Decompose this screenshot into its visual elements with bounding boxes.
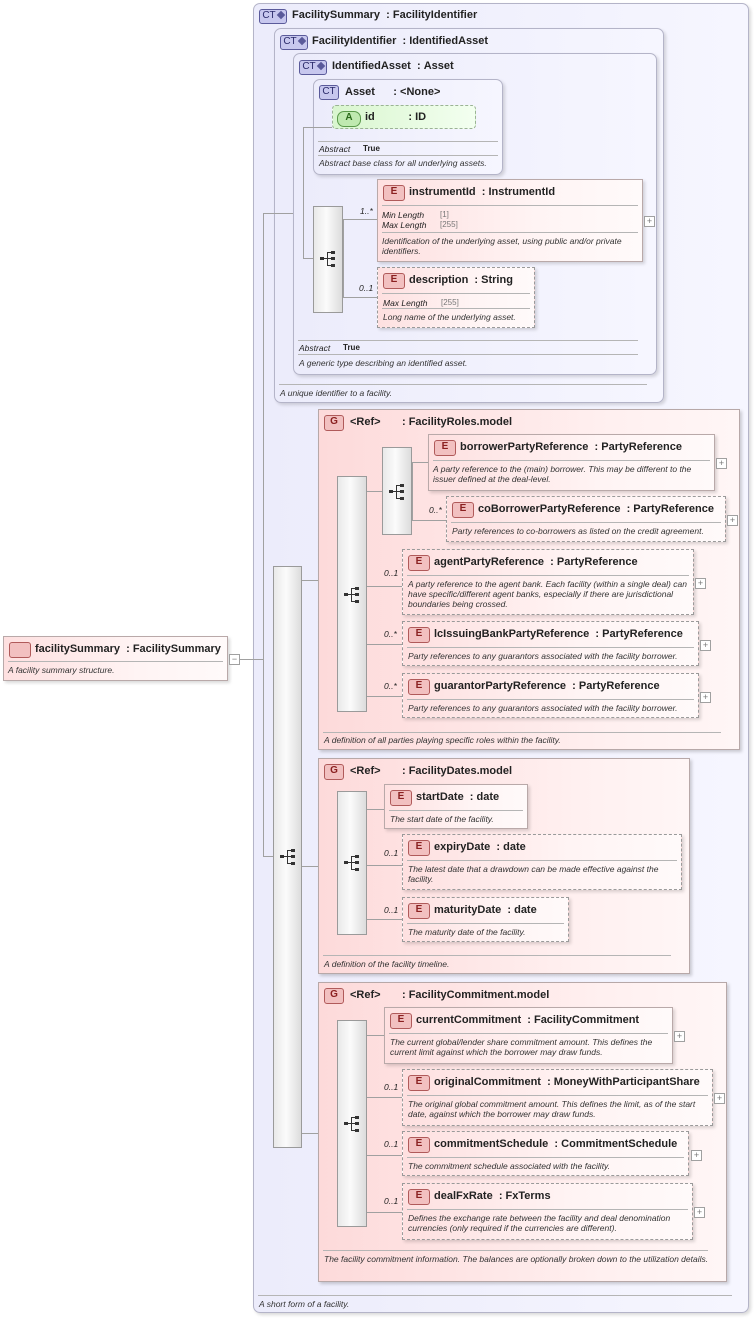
element-name: guarantorPartyReference : PartyReference (434, 680, 660, 692)
group-badge: G (324, 764, 344, 780)
expand-button[interactable]: + (691, 1150, 702, 1161)
element-badge: E (452, 502, 474, 518)
expand-button[interactable]: + (700, 692, 711, 703)
cardinality-label: 0..1 (359, 283, 374, 293)
expand-button[interactable]: + (674, 1031, 685, 1042)
cardinality-label: 0..1 (384, 1139, 399, 1149)
element-lc-issuing-bank-party-reference[interactable]: E lcIssuingBankPartyReference : PartyRef… (402, 621, 699, 666)
expand-button[interactable]: + (700, 640, 711, 651)
element-maturity-date[interactable]: E maturityDate : date The maturity date … (402, 897, 569, 942)
ct-title: Asset : <None> (345, 86, 441, 98)
element-badge: E (390, 1013, 412, 1029)
group-title: <Ref> : FacilityCommitment.model (350, 989, 550, 1001)
element-expiry-date[interactable]: E expiryDate : date The latest date that… (402, 834, 682, 890)
element-name: borrowerPartyReference : PartyReference (460, 441, 682, 453)
element-co-borrower-party-reference[interactable]: E coBorrowerPartyReference : PartyRefere… (446, 496, 726, 542)
element-name: maturityDate : date (434, 904, 537, 916)
expand-button[interactable]: + (695, 578, 706, 589)
cardinality-label: 0..* (384, 681, 397, 691)
cardinality-label: 0..* (384, 629, 397, 639)
cardinality-label: 1..* (360, 206, 373, 216)
element-deal-fx-rate[interactable]: E dealFxRate : FxTerms Defines the excha… (402, 1183, 693, 1240)
sequence-icon (344, 855, 359, 871)
expand-button[interactable]: + (694, 1207, 705, 1218)
expand-button[interactable]: + (727, 515, 738, 526)
element-name: originalCommitment : MoneyWithParticipan… (434, 1076, 700, 1088)
attribute-badge: A (337, 111, 361, 127)
cardinality-label: 0..1 (384, 848, 399, 858)
cardinality-label: 0..* (429, 505, 442, 515)
element-agent-party-reference[interactable]: E agentPartyReference : PartyReference A… (402, 549, 694, 615)
element-instrument-id[interactable]: E instrumentId : InstrumentId Min Length… (377, 179, 643, 262)
element-original-commitment[interactable]: E originalCommitment : MoneyWithParticip… (402, 1069, 713, 1126)
cardinality-label: 0..1 (384, 568, 399, 578)
expand-button[interactable]: + (716, 458, 727, 469)
group-badge: G (324, 988, 344, 1004)
element-name: startDate : date (416, 791, 500, 803)
element-name: description : String (409, 274, 513, 286)
element-badge: E (408, 627, 430, 643)
attribute-name: id : ID (365, 111, 427, 123)
element-badge: E (434, 440, 456, 456)
expand-button[interactable]: + (644, 216, 655, 227)
element-badge: E (408, 555, 430, 571)
ct-doc: A generic type describing an identified … (299, 358, 468, 368)
complex-type-badge: CT (259, 9, 287, 24)
element-description[interactable]: E description : String Max Length [255] … (377, 267, 535, 328)
element-badge: E (408, 679, 430, 695)
sequence-icon (344, 587, 359, 603)
sequence-icon (344, 1116, 359, 1132)
sequence-icon (389, 484, 404, 500)
element-name: currentCommitment : FacilityCommitment (416, 1014, 640, 1026)
element-guarantor-party-reference[interactable]: E guarantorPartyReference : PartyReferen… (402, 673, 699, 718)
element-badge: E (390, 790, 412, 806)
element-badge: E (383, 185, 405, 201)
element-badge (9, 642, 31, 658)
element-badge: E (408, 1075, 430, 1091)
element-name: dealFxRate : FxTerms (434, 1190, 551, 1202)
ct-doc: Abstract base class for all underlying a… (319, 158, 487, 168)
element-name: expiryDate : date (434, 841, 526, 853)
ct-title: FacilityIdentifier : IdentifiedAsset (312, 35, 489, 47)
element-facility-summary[interactable]: facilitySummary : FacilitySummary A faci… (3, 636, 228, 681)
element-name: coBorrowerPartyReference : PartyReferenc… (478, 503, 715, 515)
element-borrower-party-reference[interactable]: E borrowerPartyReference : PartyReferenc… (428, 434, 715, 491)
cardinality-label: 0..1 (384, 1082, 399, 1092)
cardinality-label: 0..1 (384, 1196, 399, 1206)
complex-type-badge: CT (299, 60, 327, 75)
element-badge: E (383, 273, 405, 289)
element-name: facilitySummary : FacilitySummary (35, 643, 221, 655)
element-commitment-schedule[interactable]: E commitmentSchedule : CommitmentSchedul… (402, 1131, 689, 1176)
ct-doc: A unique identifier to a facility. (280, 388, 392, 398)
sequence-icon (280, 849, 295, 865)
group-title: <Ref> : FacilityDates.model (350, 765, 513, 777)
ct-title: FacilitySummary : FacilityIdentifier (292, 9, 478, 21)
element-name: instrumentId : InstrumentId (409, 186, 556, 198)
element-current-commitment[interactable]: E currentCommitment : FacilityCommitment… (384, 1007, 673, 1064)
ct-title: IdentifiedAsset : Asset (332, 60, 454, 72)
complex-type-badge: CT (319, 85, 339, 100)
attribute-id[interactable]: A id : ID (332, 105, 476, 129)
expand-button[interactable]: + (714, 1093, 725, 1104)
element-badge: E (408, 1137, 430, 1153)
element-badge: E (408, 840, 430, 856)
element-badge: E (408, 903, 430, 919)
sequence-icon (320, 251, 335, 267)
element-start-date[interactable]: E startDate : date The start date of the… (384, 784, 528, 829)
complex-type-badge: CT (280, 35, 308, 50)
element-badge: E (408, 1189, 430, 1205)
element-name: agentPartyReference : PartyReference (434, 556, 638, 568)
cardinality-label: 0..1 (384, 905, 399, 915)
ct-doc: A short form of a facility. (259, 1299, 350, 1309)
group-title: <Ref> : FacilityRoles.model (350, 416, 513, 428)
element-name: lcIssuingBankPartyReference : PartyRefer… (434, 628, 683, 640)
group-badge: G (324, 415, 344, 431)
element-name: commitmentSchedule : CommitmentSchedule (434, 1138, 678, 1150)
